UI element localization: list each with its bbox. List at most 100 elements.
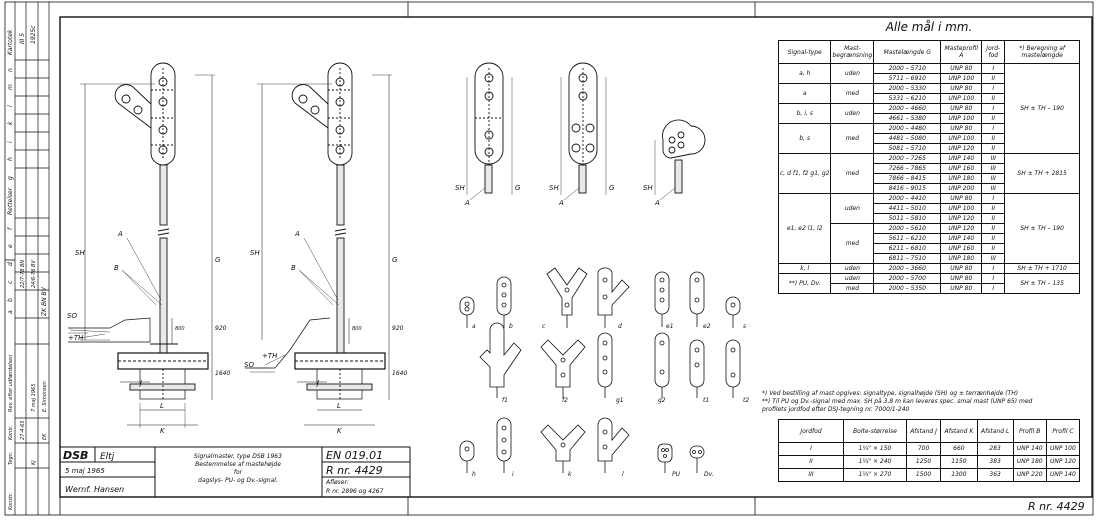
label-a-1: A [117, 230, 123, 238]
cell-mast-limit: uden [830, 193, 875, 224]
cell-mast-length: 2000 – 4660 [873, 103, 942, 114]
afloser-value: R nr. 2896 og 4267 [326, 488, 384, 495]
cell-mast-length: 5611 – 6210 [873, 233, 942, 244]
cell-profile-b: UNP 180 [1012, 455, 1047, 469]
side-strip-text: Kartotek III 5 1925c n m l k i h g Rette… [7, 25, 48, 510]
cell-mast-length: 2000 – 5710 [873, 63, 942, 74]
rev-etter-label: Rev. efter udfærdelsen [8, 355, 14, 412]
note-1: *) Ved bestilling af mast opgives: signa… [762, 390, 1019, 397]
r-number: R nr. 4429 [326, 464, 383, 477]
col-bolts: Bolte-størrelse [843, 419, 907, 443]
strip-letter-b: b [7, 298, 14, 302]
cell-jordfod: I [778, 442, 844, 456]
cell-foundation: II [981, 223, 1006, 234]
sig-label-g2: g2 [658, 397, 666, 404]
label-800-2: 800 [352, 326, 362, 332]
label-a-2: A [294, 230, 300, 238]
cell-mast-limit: uden [830, 263, 875, 274]
col-signal-type: Signal-type [777, 40, 832, 64]
label-800-1: 800 [175, 326, 185, 332]
cell-mast-length: 7266 – 7865 [873, 163, 942, 174]
cell-mast-limit: med [830, 153, 875, 194]
cell-foundation: II [981, 93, 1006, 104]
dsb-logo: DSB [63, 449, 88, 462]
cell-mast-profile: UNP 100 [940, 73, 983, 84]
cell-mast-profile: UNP 80 [940, 103, 983, 114]
mast-length-table: Signal-type Mast-begrænsning Mastelængde… [777, 40, 1080, 294]
cell-foundation: III [981, 173, 1006, 184]
cell-signal-type: a [777, 83, 832, 104]
cell-mast-profile: UNP 100 [940, 113, 983, 124]
label-b-1: B [114, 264, 119, 272]
cell-mast-profile: UNP 160 [940, 243, 983, 254]
col-mast-limit: Mast-begrænsning [830, 40, 875, 64]
cell-dist-k: 660 [940, 442, 978, 456]
strip-letter-h: h [7, 157, 14, 161]
cell-bolts: 1¼" × 150 [843, 442, 907, 456]
cell-signal-type: **) PU, Dv. [777, 273, 832, 294]
label-sh-1: SH [75, 249, 85, 257]
cell-signal-type: c, d f1, f2 g1, g2 [777, 153, 832, 194]
cell-signal-type: b, i, s [777, 103, 832, 124]
sig-label-d: d [618, 323, 622, 330]
cell-profile-c: UNP 100 [1045, 442, 1081, 456]
dept-label: Eltj [100, 452, 115, 462]
cell-foundation: II [981, 113, 1006, 124]
cell-signal-type: e1, e2 l1, l2 [777, 193, 832, 264]
label-k-2: K [337, 427, 343, 435]
kontr-label: Kontr. [8, 426, 14, 440]
cell-foundation: III [981, 163, 1006, 174]
konstr-label: Konstr. [8, 493, 14, 510]
strip-letter-g: g [7, 176, 14, 180]
cell-signal-type: a, h [777, 63, 832, 84]
title-line-2: Bestemmelse af mastehøjde [195, 461, 281, 468]
label-g-1: G [215, 256, 221, 264]
label-so-1: SO [67, 312, 77, 320]
cell-mast-length: 5331 – 6210 [873, 93, 942, 104]
cell-mast-length: 6811 – 7510 [873, 253, 942, 264]
signal-type-icons [459, 267, 741, 473]
cell-foundation: III [981, 183, 1006, 194]
sig-label-h: h [472, 471, 476, 478]
cell-foundation: I [981, 83, 1006, 94]
cell-foundation: I [981, 283, 1006, 294]
cell-mast-length: 6211 – 6810 [873, 243, 942, 254]
cell-mast-length: 5711 – 6910 [873, 73, 942, 84]
cell-mast-length: 2000 – 5330 [873, 83, 942, 94]
sig-label-t2: t2 [743, 397, 749, 404]
sig-label-f2: f2 [562, 397, 568, 404]
cell-foundation: I [981, 193, 1006, 204]
cell-mast-limit: med [830, 83, 875, 104]
cell-foundation: I [981, 123, 1006, 134]
sig-label-l: l [622, 471, 624, 478]
cell-mast-profile: UNP 80 [940, 193, 983, 204]
cell-formula: SH ± TH – 190 [1004, 63, 1080, 154]
cell-mast-profile: UNP 80 [940, 263, 983, 274]
col-dist-k: Afstand K [940, 419, 978, 443]
label-th-2: +TH [262, 352, 278, 360]
cell-mast-length: 4661 – 5380 [873, 113, 942, 124]
cell-signal-type: k, l [777, 263, 832, 274]
cell-mast-profile: UNP 180 [940, 173, 983, 184]
strip-letter-f: f [7, 227, 14, 230]
foundation-table: Jordfod Bolte-størrelse Afstand J Afstan… [778, 419, 1081, 482]
table-notes: *) Ved bestilling af mast opgives: signa… [762, 390, 1087, 414]
cell-mast-length: 2000 – 4480 [873, 123, 942, 134]
cell-foundation: II [981, 233, 1006, 244]
cell-dist-k: 1300 [940, 468, 978, 482]
note-2: **) Til PU og Dv.-signal med max. SH på … [762, 398, 1033, 405]
cell-mast-profile: UNP 80 [940, 63, 983, 74]
tegn-label: Tegn. [8, 452, 14, 465]
label-1640-2: 1640 [392, 370, 407, 377]
cell-mast-length: 5011 – 5810 [873, 213, 942, 224]
name-1: E. Simonsen [42, 381, 48, 412]
cell-mast-profile: UNP 80 [940, 273, 983, 284]
name-2: EK [42, 433, 48, 440]
